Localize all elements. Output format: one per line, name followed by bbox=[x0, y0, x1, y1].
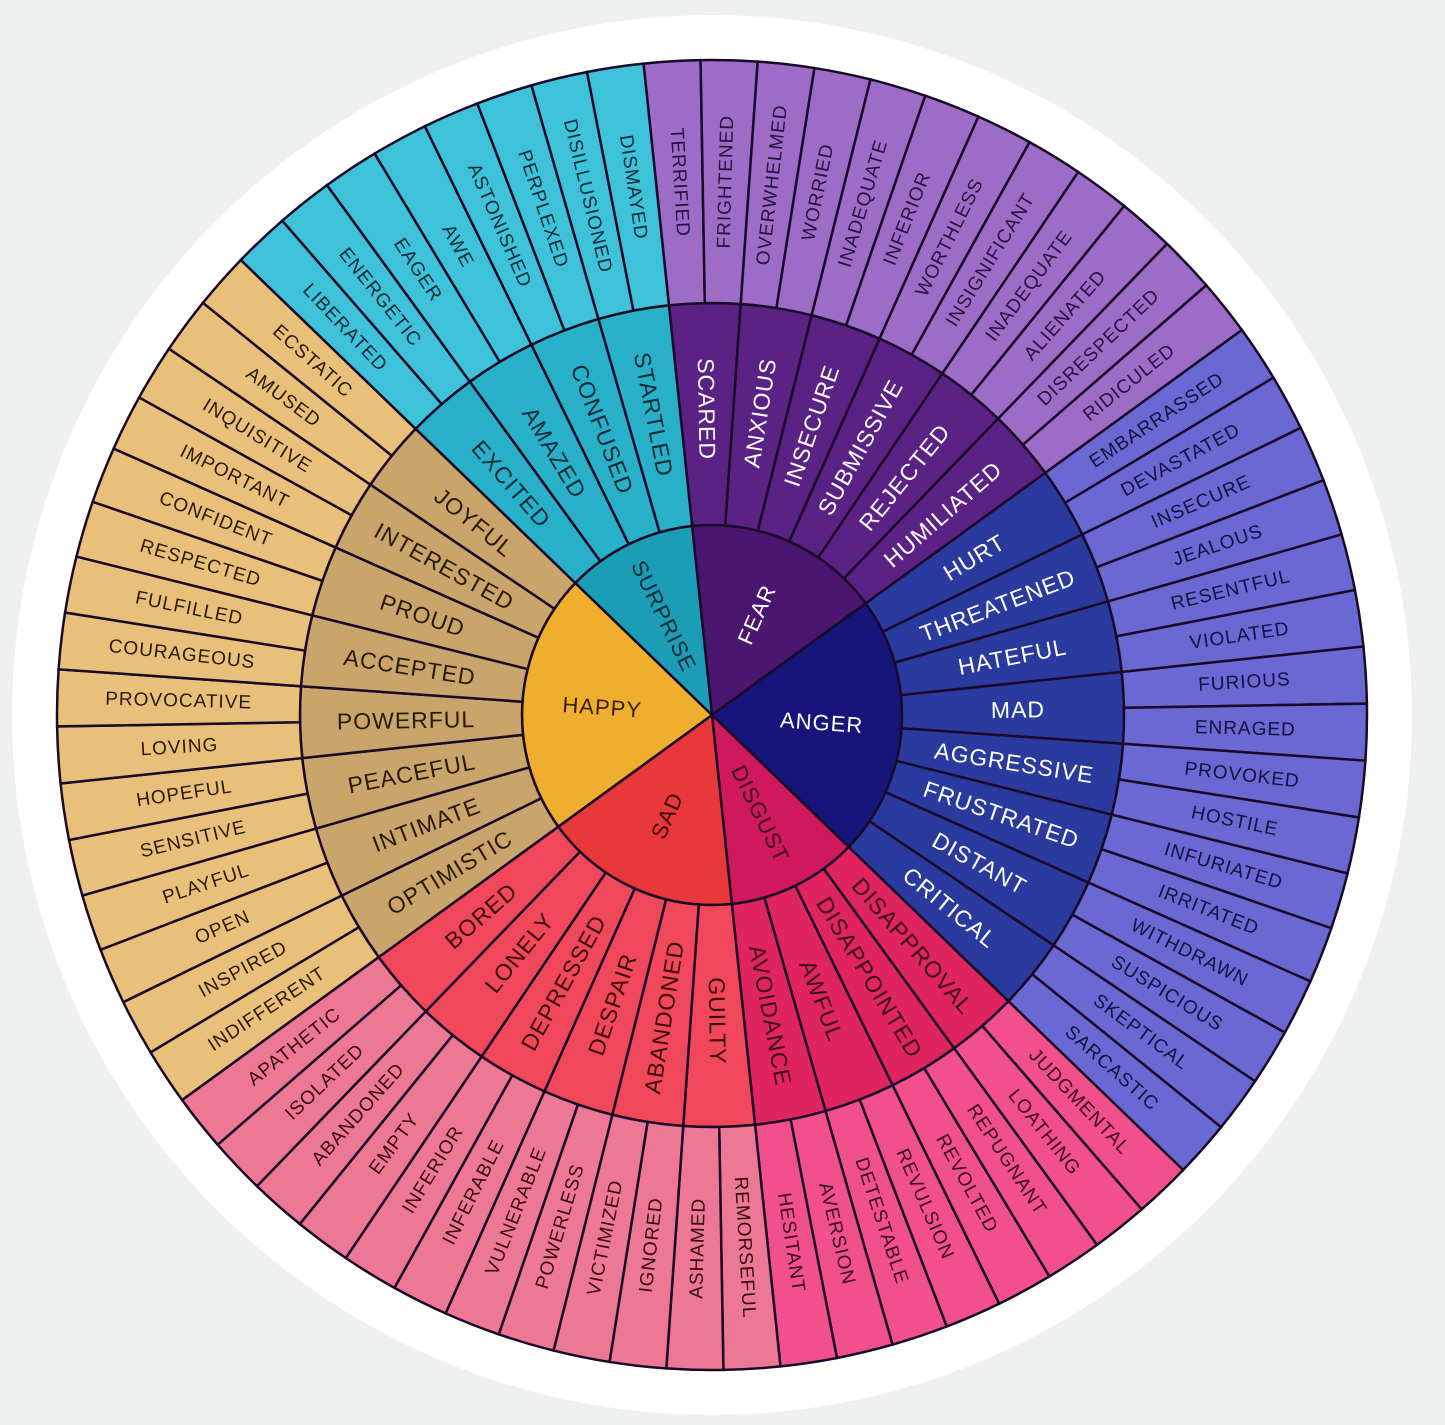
outer-emotion-ashamed: ASHAMED bbox=[686, 1198, 710, 1299]
outer-emotion-enraged: ENRAGED bbox=[1195, 717, 1296, 741]
outer-emotion-provocative: PROVOCATIVE bbox=[105, 689, 252, 714]
core-emotion-happy: HAPPY bbox=[562, 692, 643, 722]
outer-emotion-frightened: FRIGHTENED bbox=[714, 115, 738, 249]
outer-emotion-loving: LOVING bbox=[140, 735, 219, 761]
outer-segment-dismayed bbox=[585, 62, 671, 313]
core-emotion-anger: ANGER bbox=[779, 707, 864, 738]
mid-emotion-powerful: POWERFUL bbox=[337, 706, 476, 734]
mid-emotion-scared: SCARED bbox=[693, 358, 721, 460]
mid-emotion-guilty: GUILTY bbox=[704, 977, 732, 1065]
mid-emotion-mad: MAD bbox=[991, 696, 1046, 723]
